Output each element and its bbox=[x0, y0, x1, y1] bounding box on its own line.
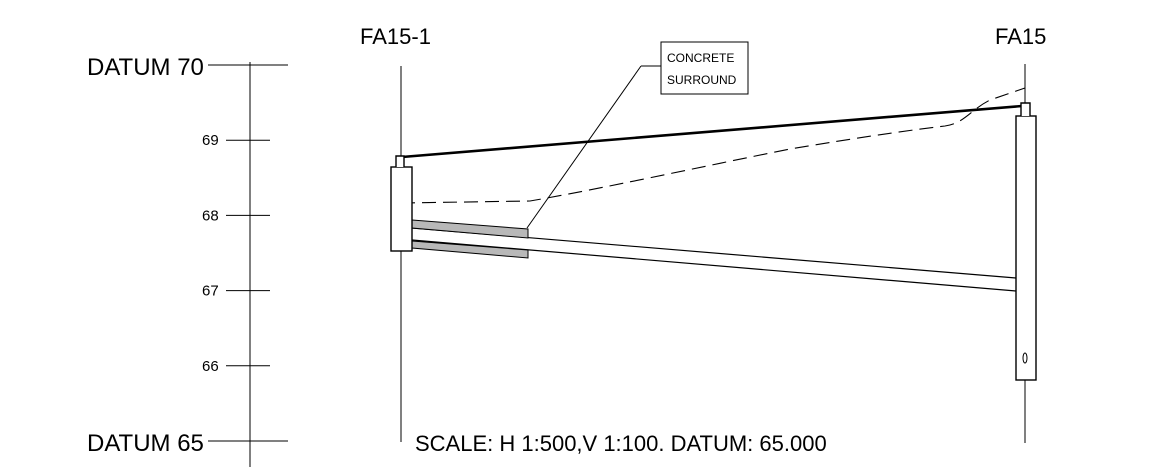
scale-tick-label-67: 67 bbox=[202, 283, 219, 300]
right-chamber-body bbox=[1015, 115, 1037, 381]
callout-arrow-line bbox=[526, 65, 642, 229]
left-manhole-label: FA15-1 bbox=[360, 24, 431, 49]
concrete-surround-top bbox=[411, 219, 529, 239]
left-chamber bbox=[390, 155, 413, 252]
cover-level-line bbox=[401, 104, 1023, 159]
callout-line-1: CONCRETE bbox=[667, 51, 734, 65]
left-chamber-body bbox=[390, 166, 413, 252]
level-scale: 69 68 67 66 DATUM 70 DATUM 65 bbox=[87, 54, 288, 467]
scale-note: SCALE: H 1:500,V 1:100. DATUM: 65.000 bbox=[415, 431, 827, 456]
right-chamber-outlet bbox=[1022, 352, 1028, 364]
callout-box bbox=[660, 41, 749, 95]
right-chamber bbox=[1015, 102, 1037, 381]
concrete-surround-callout: CONCRETE SURROUND bbox=[526, 41, 749, 229]
left-chamber-cover bbox=[395, 155, 405, 167]
datum-top-label: DATUM 70 bbox=[87, 54, 204, 81]
callout-line-2: SURROUND bbox=[667, 73, 737, 87]
right-manhole-label: FA15 bbox=[995, 24, 1046, 49]
existing-ground-line bbox=[400, 87, 1026, 204]
scale-tick-label-68: 68 bbox=[202, 207, 219, 224]
scale-tick-label-66: 66 bbox=[202, 358, 219, 375]
right-chamber-cover bbox=[1020, 102, 1031, 116]
scale-ticks: 69 68 67 66 bbox=[202, 132, 270, 375]
concrete-surround-bottom bbox=[411, 240, 529, 259]
scale-tick-label-69: 69 bbox=[202, 132, 219, 149]
datum-bottom-label: DATUM 65 bbox=[87, 430, 204, 457]
